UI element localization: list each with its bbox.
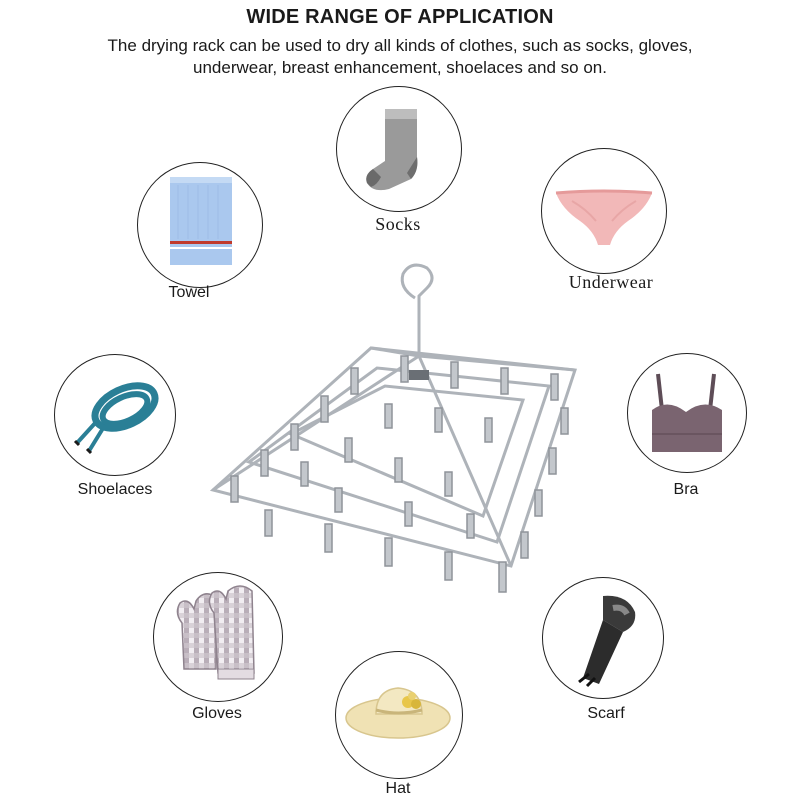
hat-circle xyxy=(335,651,463,779)
page-title: WIDE RANGE OF APPLICATION xyxy=(246,6,554,28)
towel-label: Towel xyxy=(168,284,210,301)
scarf-icon xyxy=(578,595,636,688)
drying-rack-image xyxy=(205,258,595,610)
gloves-circle xyxy=(153,572,283,702)
socks-circle xyxy=(336,86,462,212)
scarf-label: Scarf xyxy=(587,705,625,722)
drying-rack-icon xyxy=(209,263,578,593)
shoelace-icon xyxy=(73,382,159,455)
underwear-label: Underwear xyxy=(568,272,654,292)
gloves-label: Gloves xyxy=(192,705,242,722)
description-line-2: underwear, breast enhancement, shoelaces… xyxy=(193,58,607,77)
bra-label: Bra xyxy=(673,481,699,498)
socks-label: Socks xyxy=(375,214,421,234)
page-description: The drying rack can be used to dry all k… xyxy=(0,35,800,79)
towel-circle xyxy=(137,162,263,288)
description-line-1: The drying rack can be used to dry all k… xyxy=(107,36,693,55)
towel-icon xyxy=(170,177,232,265)
sun-hat-icon xyxy=(345,687,451,739)
underwear-icon xyxy=(555,189,653,245)
shoelaces-circle xyxy=(54,354,176,476)
hat-label: Hat xyxy=(385,780,411,797)
oven-mitt-icon xyxy=(176,585,255,680)
shoelaces-label: Shoelaces xyxy=(77,481,153,498)
scarf-circle xyxy=(542,577,664,699)
bra-circle xyxy=(627,353,747,473)
underwear-circle xyxy=(541,148,667,274)
sock-icon xyxy=(366,109,418,191)
bra-icon xyxy=(652,373,722,452)
